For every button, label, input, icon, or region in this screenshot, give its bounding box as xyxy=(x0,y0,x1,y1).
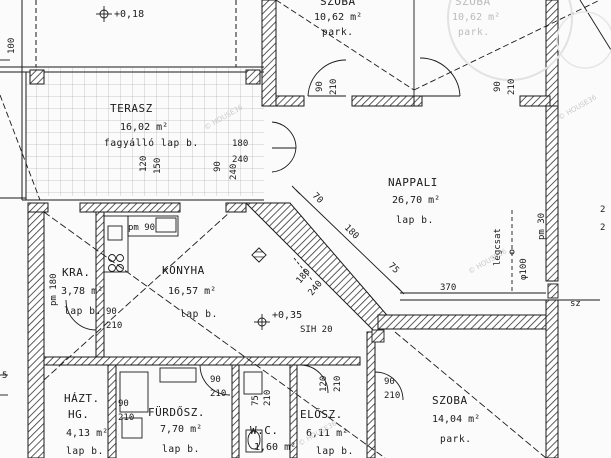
watermark-stamp xyxy=(447,0,573,81)
dim-elo-120: 120 xyxy=(319,376,329,392)
dim-2b: 2 xyxy=(600,223,605,233)
room-floor-terasz: fagyálló lap b. xyxy=(104,138,199,149)
room-area-terasz: 16,02 m² xyxy=(120,122,168,133)
room-name-wc: W.C. xyxy=(250,424,279,437)
room-name2-haztartasi: HG. xyxy=(68,408,89,421)
room-area-szoba-bottom: 14,04 m² xyxy=(432,414,480,425)
room-name-kamra: KRA. xyxy=(62,266,91,279)
dim-wc-210: 210 xyxy=(263,390,273,406)
room-area-szoba-top2: 10,62 m² xyxy=(452,12,500,23)
walls xyxy=(27,0,559,458)
room-floor-eloszoba: lap b. xyxy=(316,446,354,457)
room-area-kamra: 3,78 m² xyxy=(61,286,103,297)
dim-terasz-180: 180 xyxy=(232,139,248,149)
dim-konyha-180: 180 xyxy=(295,267,313,286)
room-name-eloszoba: ELŐSZ. xyxy=(300,407,343,421)
room-name-szoba-bottom: SZOBA xyxy=(432,394,468,407)
room-name-nappali: NAPPALI xyxy=(388,176,438,189)
dim-furdo-90: 90 xyxy=(210,375,221,385)
room-floor-haztartasi: lap b. xyxy=(66,446,104,457)
room-area-wc: 1,60 m² xyxy=(254,442,296,453)
terrace-structure xyxy=(0,0,264,201)
dim-kamra-210: 210 xyxy=(106,321,122,331)
dim-370: 370 xyxy=(440,283,456,293)
dim-konyha-240: 240 xyxy=(307,279,325,298)
dim-180-diag: 180 xyxy=(342,223,361,242)
room-area-nappali: 26,70 m² xyxy=(392,195,440,206)
room-floor-kamra: lap b. xyxy=(64,306,102,317)
dim-terasz-90: 90 xyxy=(213,161,223,172)
dim-75: 75 xyxy=(386,261,401,276)
room-area-szoba-top1: 10,62 m² xyxy=(314,12,362,23)
room-area-furdoszoba: 7,70 m² xyxy=(160,424,202,435)
room-name-szoba-top2: SZOBA xyxy=(455,0,491,8)
dim-legcsat: légcsat xyxy=(492,228,503,266)
room-floor-konyha: lap b. xyxy=(180,309,218,320)
dim-terasz-120: 120 xyxy=(139,156,149,172)
room-floor-szoba-bottom: park. xyxy=(440,434,472,445)
room-name-szoba-top1: SZOBA xyxy=(320,0,356,8)
dim-hg-210: 210 xyxy=(118,413,134,423)
dim-sz: sz xyxy=(570,299,581,309)
watermark-3: © HOUSE36 xyxy=(557,93,599,122)
room-name-konyha: KONYHA xyxy=(162,264,205,277)
terrace-tile-area xyxy=(26,68,264,196)
dim-sih20: SIH 20 xyxy=(300,325,333,335)
dim-wc-75: 75 xyxy=(251,395,261,406)
dim-elo-210: 210 xyxy=(333,376,343,392)
level-marks: +0,18 +0,35 xyxy=(114,9,302,321)
dim-szoba-90: 90 xyxy=(384,377,395,387)
room-area-eloszoba: 6,11 m² xyxy=(306,428,348,439)
room-floor-furdoszoba: lap b. xyxy=(162,444,200,455)
room-floor-szoba-top2: park. xyxy=(458,27,490,38)
dim-terasz-240b: 240 xyxy=(229,164,239,180)
dim-5: 5 xyxy=(2,371,7,381)
dim-hg-90: 90 xyxy=(118,399,129,409)
dim-szoba-210: 210 xyxy=(384,391,400,401)
dim-kamra-90: 90 xyxy=(106,307,117,317)
dim-100: 100 xyxy=(7,38,17,54)
dim-pm30: pm 30 xyxy=(537,213,547,240)
room-floor-nappali: lap b. xyxy=(396,215,434,226)
dim-phi100: φ100 xyxy=(519,258,529,280)
room-labels: 10,62 m² park. SZOBA 10,62 m² park. SZOB… xyxy=(61,0,500,457)
dim-furdo-210: 210 xyxy=(210,389,226,399)
room-floor-szoba-top1: park. xyxy=(322,27,354,38)
room-name-furdoszoba: FÜRDŐSZ. xyxy=(148,405,205,419)
dim-terasz-150: 150 xyxy=(153,158,163,174)
dim-pm90: pm 90 xyxy=(128,223,155,233)
room-area-haztartasi: 4,13 m² xyxy=(66,428,108,439)
room-name-haztartasi: HÁZT. xyxy=(64,392,100,405)
level-mid: +0,35 xyxy=(272,310,302,321)
dim-top-210a: 210 xyxy=(329,79,339,95)
dim-2a: 2 xyxy=(600,205,605,215)
room-area-konyha: 16,57 m² xyxy=(168,286,216,297)
dim-top-90a: 90 xyxy=(315,81,325,92)
dim-top-210b: 210 xyxy=(507,79,517,95)
dim-terasz-240: 240 xyxy=(232,155,248,165)
dim-pm180: pm 180 xyxy=(49,273,59,306)
dim-70: 70 xyxy=(310,191,325,206)
dim-top-90b: 90 xyxy=(493,81,503,92)
room-name-terasz: TERASZ xyxy=(110,102,153,115)
level-top: +0,18 xyxy=(114,9,144,20)
